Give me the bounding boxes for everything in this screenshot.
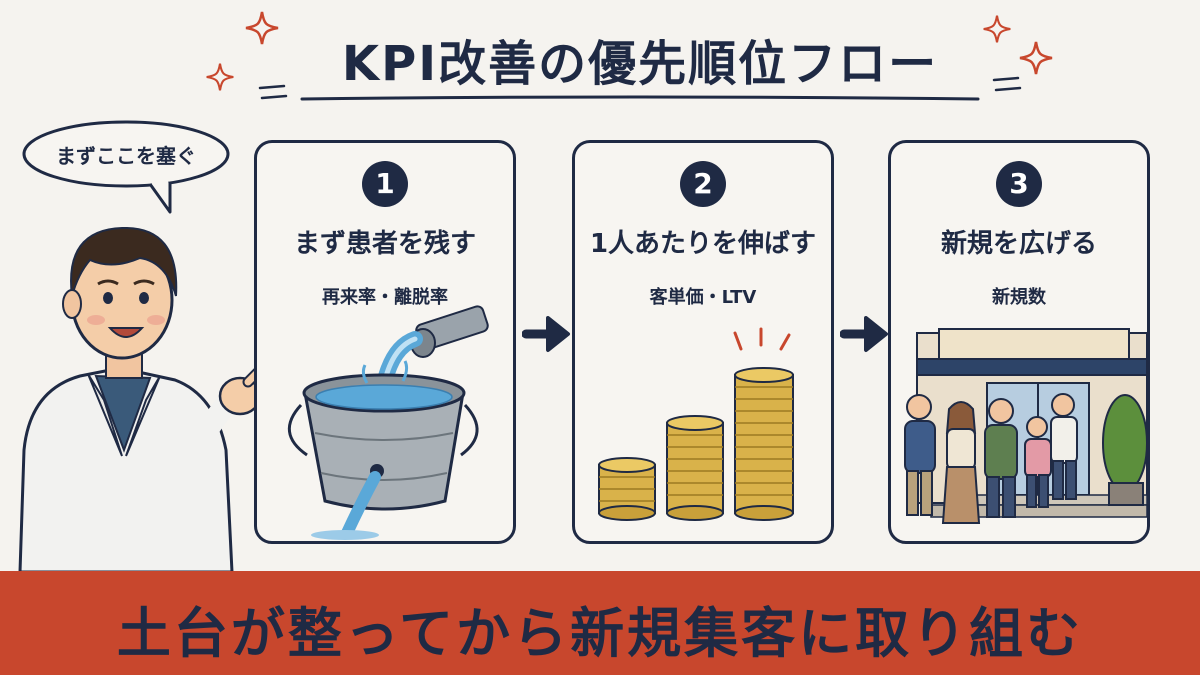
- step-metric: 新規数: [992, 287, 1046, 308]
- sparkle-icon: [245, 11, 279, 45]
- step-metric: 客単価・LTV: [649, 287, 757, 308]
- step-metric: 再来率・離脱率: [322, 287, 448, 308]
- footer-message: 土台が整ってから新規集客に取り組む: [116, 602, 1084, 665]
- step-card-3: 3 新規を広げる 新規数: [888, 140, 1150, 544]
- accent-lines-icon: [258, 84, 288, 100]
- accent-lines-icon: [992, 76, 1022, 92]
- flow-arrow-icon: [840, 316, 888, 352]
- doctor-illustration: [18, 226, 288, 572]
- leaking-bucket-icon: [287, 305, 489, 540]
- footer-banner: 土台が整ってから新規集客に取り組む: [0, 571, 1200, 675]
- step-heading: 新規を広げる: [940, 229, 1097, 259]
- flow-arrow-icon: [522, 316, 570, 352]
- step-number-badge: 1: [362, 161, 408, 207]
- speech-bubble: まずここを塞ぐ: [20, 118, 232, 218]
- coin-stacks-icon: [598, 327, 794, 521]
- step-card-2: 2 1人あたりを伸ばす 客単価・LTV: [572, 140, 834, 544]
- speech-bubble-shape: [22, 120, 230, 214]
- step-heading: まず患者を残す: [293, 229, 476, 259]
- step-number-badge: 2: [680, 161, 726, 207]
- step-number-badge: 3: [996, 161, 1042, 207]
- title-underline: [300, 95, 980, 101]
- page-title: KPI改善の優先順位フロー: [341, 36, 939, 92]
- step-heading: 1人あたりを伸ばす: [589, 229, 817, 259]
- title-area: KPI改善の優先順位フロー: [300, 22, 980, 102]
- sparkle-icon: [983, 15, 1011, 43]
- clinic-entrance-icon: [904, 328, 1147, 524]
- step-card-1: 1 まず患者を残す 再来率・離脱率: [254, 140, 516, 544]
- sparkle-icon: [1019, 41, 1053, 75]
- speech-bubble-text: まずここを塞ぐ: [56, 144, 196, 168]
- sparkle-icon: [206, 63, 234, 91]
